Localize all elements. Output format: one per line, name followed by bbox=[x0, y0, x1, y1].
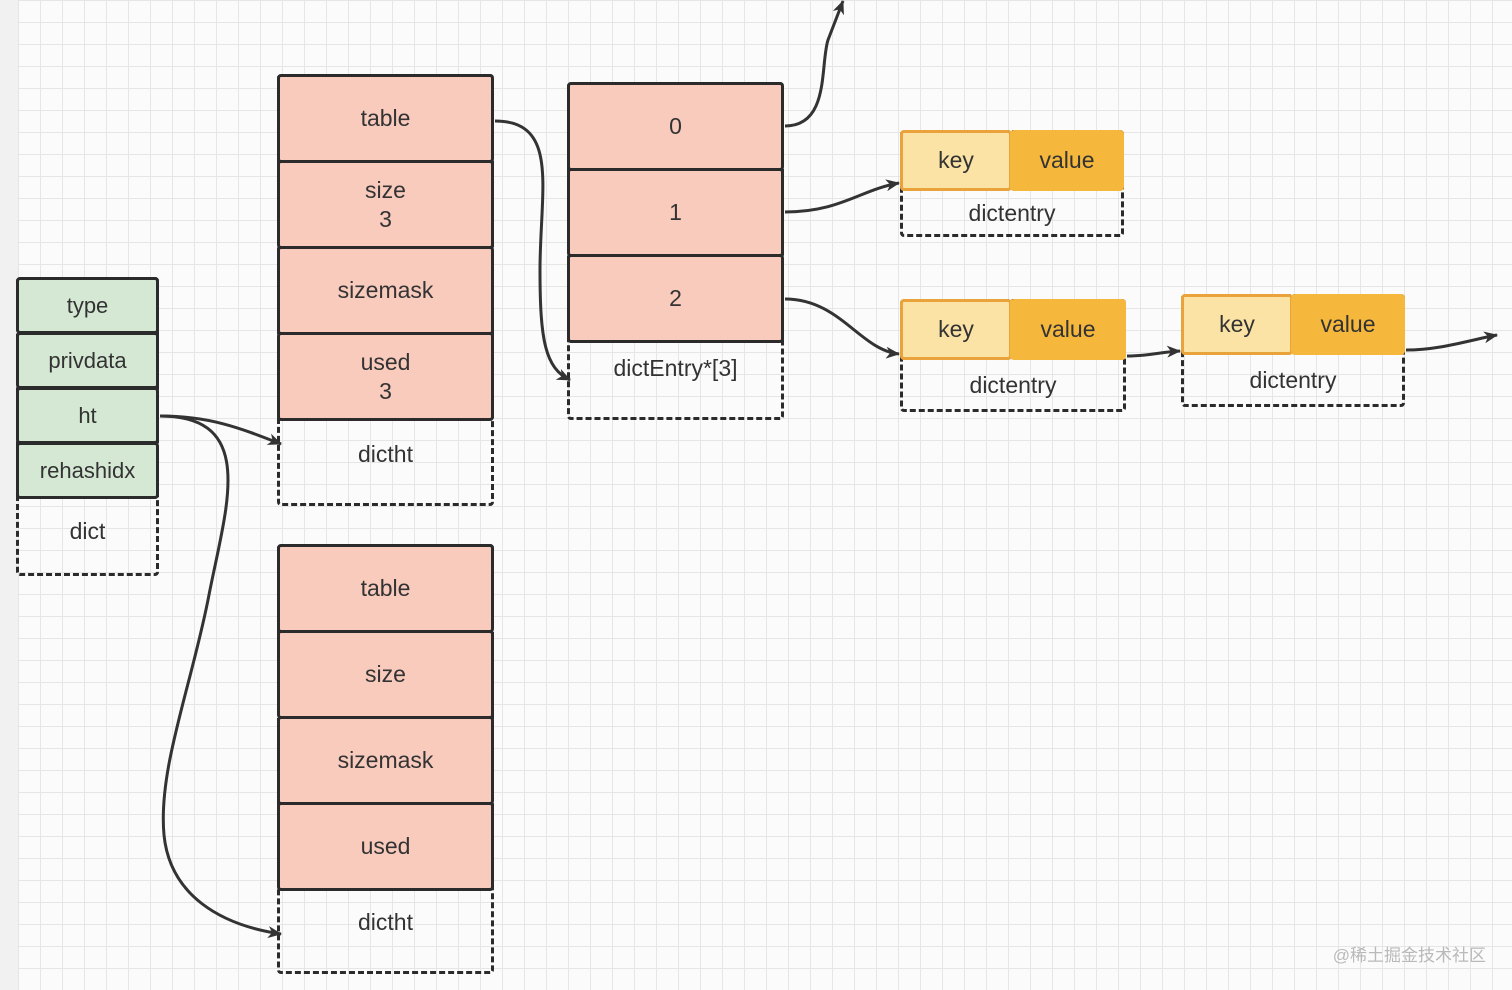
dictentry-3-label: dictentry bbox=[1249, 367, 1337, 393]
dictentry-2-value: value bbox=[1010, 299, 1126, 360]
dictht-1-sizemask: sizemask bbox=[277, 716, 494, 805]
dictht-1-label: dictht bbox=[358, 909, 413, 935]
table-slot-2: 2 bbox=[567, 254, 784, 343]
dictht-0-sizemask: sizemask bbox=[277, 246, 494, 335]
edge-slot-1-to-entry-1 bbox=[784, 179, 900, 214]
table-array-label: dictEntry*[3] bbox=[613, 355, 738, 381]
dict-label: dict bbox=[69, 518, 106, 544]
dictentry-2-label: dictentry bbox=[969, 372, 1057, 398]
dictentry-3-key: key bbox=[1181, 294, 1293, 355]
dictentry-3-value: value bbox=[1291, 294, 1405, 355]
edge-slot-2-to-entry-2 bbox=[784, 297, 900, 359]
dictentry-1-label: dictentry bbox=[968, 200, 1056, 226]
dictht-1-size: size bbox=[277, 630, 494, 719]
edge-ht-to-dictht-1 bbox=[159, 414, 282, 939]
dict-field-rehashidx: rehashidx bbox=[16, 442, 159, 499]
watermark: @稀土掘金技术社区 bbox=[1332, 946, 1486, 965]
dictht-0-table: table bbox=[277, 74, 494, 163]
edge-table-to-array bbox=[494, 119, 571, 382]
dict-field-type: type bbox=[16, 277, 159, 334]
dictht-0-used: used 3 bbox=[277, 332, 494, 421]
dictht-1-used: used bbox=[277, 802, 494, 891]
edge-entry-2-to-entry-3 bbox=[1126, 345, 1181, 358]
edge-slot-0-out bbox=[784, 0, 845, 128]
dictht-0-label: dictht bbox=[358, 441, 413, 467]
edge-ht-to-dictht-0 bbox=[159, 414, 282, 446]
dictentry-1-value: value bbox=[1010, 130, 1124, 191]
dictht-1-table: table bbox=[277, 544, 494, 633]
canvas-left-margin bbox=[0, 0, 18, 990]
edge-entry-3-out bbox=[1405, 331, 1498, 352]
